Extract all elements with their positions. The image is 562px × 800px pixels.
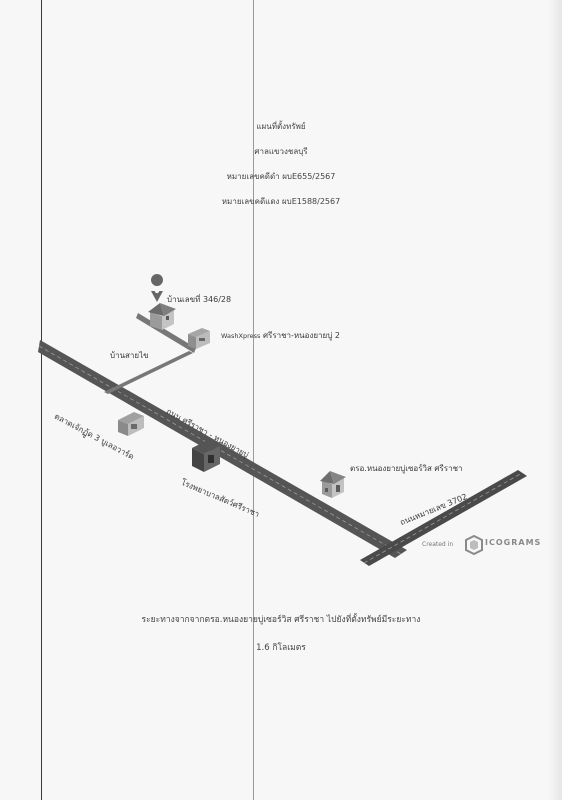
red-case-number: หมายเลขคดีแดง ผบE1588/2567 <box>221 197 341 206</box>
black-case-number: หมายเลขคดีดำ ผบE655/2567 <box>226 172 336 181</box>
scan-line-center <box>253 0 254 800</box>
highway-3702 <box>360 470 527 566</box>
washxpress-branch: ศรีราชา-หนองยายบู่ 2 <box>262 331 340 340</box>
market-shop-icon <box>118 412 144 436</box>
washxpress-kiosk-icon <box>188 328 210 349</box>
page-edge-shadow <box>548 0 562 800</box>
court-name: ศาลแขวงชลบุรี <box>254 147 308 156</box>
washxpress-brand: WashXpress <box>221 332 261 340</box>
soi-label: บ้านสายไข <box>110 351 149 360</box>
inspection-station-icon <box>320 471 346 498</box>
property-label: บ้านเลขที่ 346/28 <box>167 295 232 304</box>
location-pin-icon <box>151 274 164 302</box>
icograms-logo-icon <box>465 534 483 556</box>
credit-created: Created in <box>422 541 454 548</box>
scan-line-left <box>41 0 42 800</box>
inspection-station-label: ตรอ.หนองยายบู่เซอร์วิส ศรีราชา <box>350 464 463 473</box>
animal-hospital-icon <box>192 440 220 472</box>
property-house-icon <box>148 303 176 330</box>
distance-value: 1.6 กิโลเมตร <box>256 643 306 653</box>
main-road <box>38 340 407 558</box>
washxpress-label: WashXpress ศรีราชา-หนองยายบู่ 2 <box>221 329 340 342</box>
distance-description: ระยะทางจากจากตรอ.หนองยายบู่เซอร์วิส ศรีร… <box>141 615 421 625</box>
map-title: แผนที่ตั้งทรัพย์ <box>256 122 306 131</box>
credit-brand: ICOGRAMS <box>485 538 542 547</box>
